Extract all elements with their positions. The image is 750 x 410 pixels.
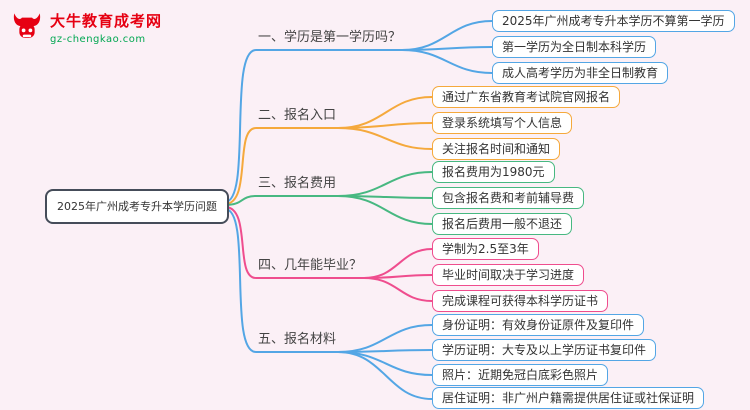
root-node: 2025年广州成考专升本学历问题 — [45, 189, 229, 224]
branch-4-leaf-1: 学制为2.5至3年 — [432, 238, 539, 260]
logo-text: 大牛教育成考网 gz-chengkao.com — [50, 10, 162, 45]
branch-2-leaf-3: 关注报名时间和通知 — [432, 138, 561, 160]
branch-1-leaf-1: 2025年广州成考专升本学历不算第一学历 — [492, 10, 735, 32]
branch-1-leaf-2: 第一学历为全日制本科学历 — [492, 36, 657, 58]
branch-5-leaf-1: 身份证明：有效身份证原件及复印件 — [432, 314, 645, 336]
connector-root-branch-3 — [224, 195, 257, 206]
branch-2-leaf-1: 通过广东省教育考试院官网报名 — [432, 86, 621, 108]
branch-3-leaf-3: 报名后费用一般不退还 — [432, 213, 573, 235]
branch-5-leaf-3: 照片：近期免冠白底彩色照片 — [432, 364, 609, 386]
bull-logo-icon — [10, 10, 44, 48]
connector-branch1-leaf1 — [401, 20, 493, 51]
branch-5-leaf-2: 学历证明：大专及以上学历证书复印件 — [432, 339, 657, 361]
connector-root-branch-4 — [224, 206, 257, 279]
branch-5-leaf-4: 居住证明：非广州户籍需提供居住证或社保证明 — [432, 387, 705, 409]
connector-branch5-leaf3 — [337, 351, 433, 376]
connector-branch4-leaf1 — [363, 248, 433, 279]
connector-root-branch-2 — [224, 127, 257, 205]
site-logo: 大牛教育成考网 gz-chengkao.com — [10, 10, 162, 48]
branch-3-leaf-2: 包含报名费和考前辅导费 — [432, 187, 585, 209]
branch-2-label: 二、报名入口 — [256, 108, 341, 129]
branch-3-label: 三、报名费用 — [256, 176, 341, 197]
branch-3-leaf-1: 报名费用为1980元 — [432, 161, 555, 183]
branch-4-leaf-3: 完成课程可获得本科学历证书 — [432, 290, 609, 312]
branch-4-leaf-2: 毕业时间取决于学习进度 — [432, 264, 585, 286]
connector-branch5-leaf4 — [337, 351, 433, 400]
connector-branch2-leaf3 — [337, 127, 433, 150]
connector-branch3-leaf3 — [337, 195, 433, 225]
branch-1-label: 一、学历是第一学历吗？ — [256, 30, 406, 51]
connector-branch1-leaf3 — [401, 49, 493, 74]
connector-branch4-leaf3 — [363, 277, 433, 302]
branch-4-label: 四、几年能毕业？ — [256, 258, 367, 279]
connector-branch3-leaf1 — [337, 171, 433, 197]
logo-subtitle: gz-chengkao.com — [50, 34, 146, 45]
connector-root-branch-5 — [224, 208, 257, 353]
connector-branch5-leaf1 — [337, 324, 433, 353]
logo-title: 大牛教育成考网 — [50, 12, 163, 30]
connector-branch2-leaf2 — [337, 122, 433, 129]
connector-root-branch-1 — [224, 49, 257, 203]
branch-1-leaf-3: 成人高考学历为非全日制教育 — [492, 62, 669, 84]
branch-2-leaf-2: 登录系统填写个人信息 — [432, 112, 573, 134]
branch-5-label: 五、报名材料 — [256, 332, 341, 353]
